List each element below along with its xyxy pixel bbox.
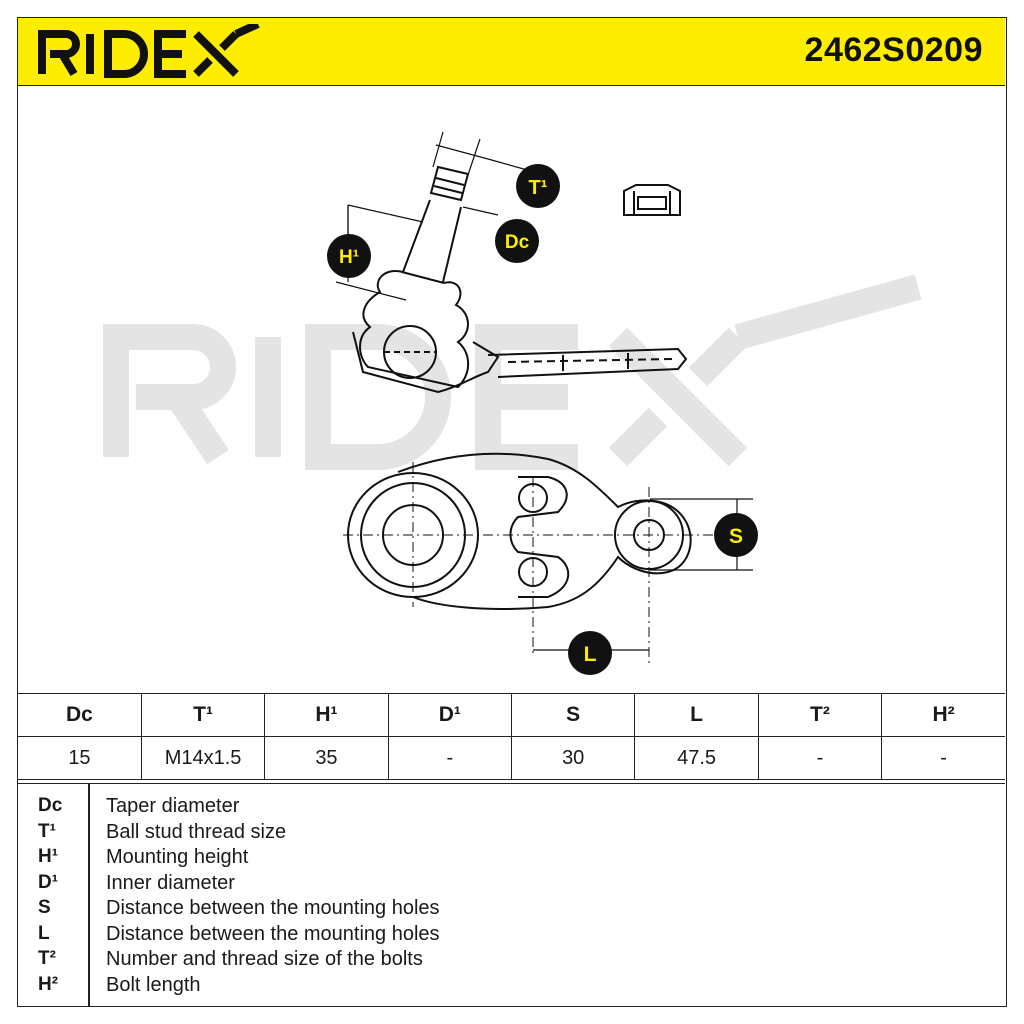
badge-h1: H¹ (327, 234, 371, 278)
svg-text:Dc: Dc (505, 232, 530, 253)
spec-header: H¹ (264, 693, 389, 737)
top-view-centerlines (343, 462, 743, 667)
legend-item: S Distance between the mounting holes (18, 897, 1005, 923)
legend-item: L Distance between the mounting holes (18, 923, 1005, 949)
spec-value: 30 (510, 736, 636, 780)
legend-description: Taper diameter (106, 795, 240, 817)
svg-text:L: L (584, 643, 597, 666)
svg-text:H¹: H¹ (339, 247, 359, 268)
watermark-logo (103, 274, 922, 470)
spec-header: H² (881, 693, 1005, 737)
spec-value: - (387, 736, 513, 780)
spec-table: Dc T¹ H¹ D¹ S L T² H² 15 M14x1.5 35 - 30… (18, 693, 1005, 780)
product-sheet: 2462S0209 (17, 17, 1007, 1007)
header-bar: 2462S0209 (18, 18, 1005, 86)
legend-key: Dc (38, 795, 63, 816)
legend-key: T¹ (38, 820, 56, 842)
spec-header: T¹ (140, 693, 266, 737)
legend-key: D¹ (38, 871, 59, 893)
spec-value: 15 (18, 736, 142, 780)
legend-item: H¹ Mounting height (18, 846, 1005, 872)
legend-item: T² Number and thread size of the bolts (18, 948, 1005, 974)
legend-key: H² (38, 973, 59, 995)
ridex-logo (38, 24, 260, 78)
technical-drawing: T¹ Dc H¹ S L (103, 131, 922, 675)
badge-dc: Dc (495, 219, 539, 263)
ball-joint-side-view (352, 165, 688, 394)
legend-description: Distance between the mounting holes (106, 922, 440, 945)
legend: Dc Taper diameter T¹ Ball stud thread si… (18, 783, 1005, 1006)
legend-item: T¹ Ball stud thread size (18, 821, 1005, 847)
nut-drawing (623, 184, 681, 216)
spec-header: Dc (18, 693, 142, 737)
legend-divider (88, 784, 90, 1006)
spec-value: - (757, 736, 883, 780)
ball-joint-top-view (347, 452, 692, 610)
legend-description: Number and thread size of the bolts (106, 948, 423, 970)
legend-description: Distance between the mounting holes (106, 897, 440, 919)
legend-key: L (38, 922, 50, 944)
badge-t1: T¹ (516, 164, 560, 208)
legend-key: T² (38, 948, 56, 969)
spec-header: S (510, 693, 636, 737)
badge-l: L (568, 631, 612, 675)
spec-value: 35 (264, 736, 389, 780)
legend-description: Mounting height (106, 846, 249, 868)
svg-text:S: S (729, 525, 743, 548)
legend-key: S (38, 897, 51, 918)
svg-text:T¹: T¹ (529, 177, 548, 199)
spec-value: 47.5 (634, 736, 759, 780)
spec-header-row: Dc T¹ H¹ D¹ S L T² H² (18, 693, 1005, 737)
part-number: 2462S0209 (804, 31, 983, 69)
legend-item: Dc Taper diameter (18, 795, 1005, 821)
legend-description: Inner diameter (106, 871, 235, 894)
legend-key: H¹ (38, 846, 59, 867)
badge-s: S (714, 513, 758, 557)
legend-item: D¹ Inner diameter (18, 872, 1005, 898)
spec-value: M14x1.5 (140, 736, 266, 780)
spec-header: T² (757, 693, 883, 737)
legend-description: Ball stud thread size (106, 820, 287, 843)
legend-description: Bolt length (106, 973, 201, 996)
spec-value: - (881, 736, 1005, 780)
spec-header: L (634, 693, 759, 737)
spec-header: D¹ (387, 693, 513, 737)
legend-item: H² Bolt length (18, 974, 1005, 1000)
side-view-dimensions (335, 131, 539, 301)
spec-value-row: 15 M14x1.5 35 - 30 47.5 - - (18, 736, 1005, 780)
